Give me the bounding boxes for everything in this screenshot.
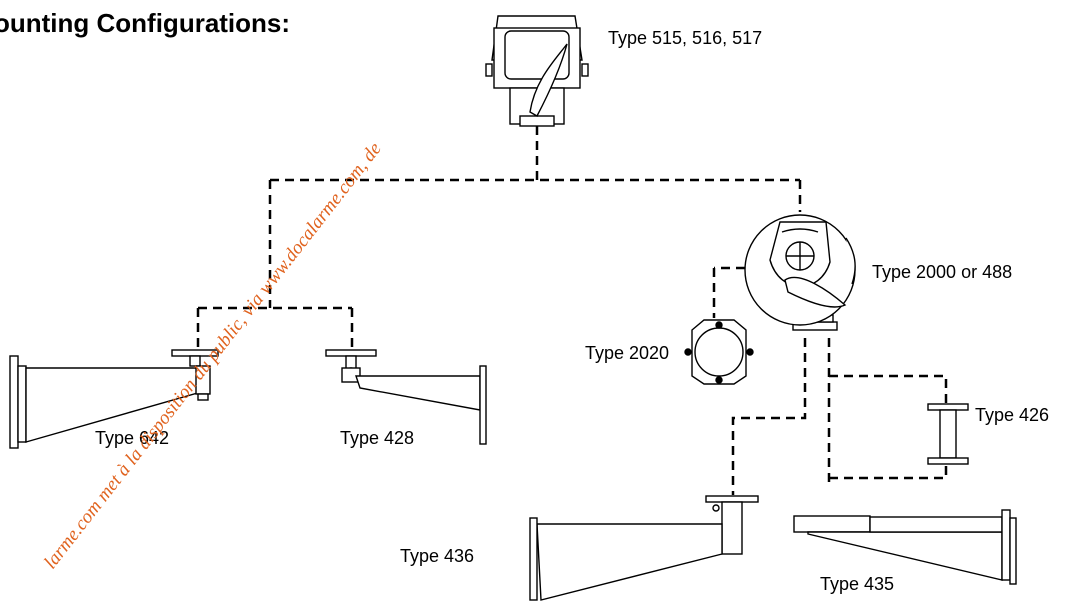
label-type-436: Type 436 bbox=[400, 546, 475, 566]
label-type-2000: Type 2000 or 488 bbox=[872, 262, 1013, 282]
page-title: ounting Configurations: bbox=[0, 8, 291, 38]
mount-2020-icon bbox=[684, 319, 754, 385]
label-type-2020: Type 2020 bbox=[585, 343, 670, 363]
bracket-436-icon bbox=[529, 495, 759, 601]
connector-426-top bbox=[829, 374, 948, 405]
label-type-428: Type 428 bbox=[340, 428, 415, 448]
label-type-435: Type 435 bbox=[820, 574, 895, 594]
bracket-642-icon bbox=[9, 349, 219, 449]
label-type-642: Type 642 bbox=[95, 428, 170, 448]
housing-515-icon bbox=[485, 15, 589, 127]
label-type-515: Type 515, 516, 517 bbox=[608, 28, 763, 48]
label-type-426: Type 426 bbox=[975, 405, 1050, 425]
bracket-435-icon bbox=[793, 509, 1017, 585]
connector-426-bottom bbox=[829, 458, 948, 480]
adapter-426-icon bbox=[927, 403, 969, 465]
pantilt-2000-icon bbox=[744, 214, 856, 331]
bracket-428-icon bbox=[325, 349, 487, 445]
